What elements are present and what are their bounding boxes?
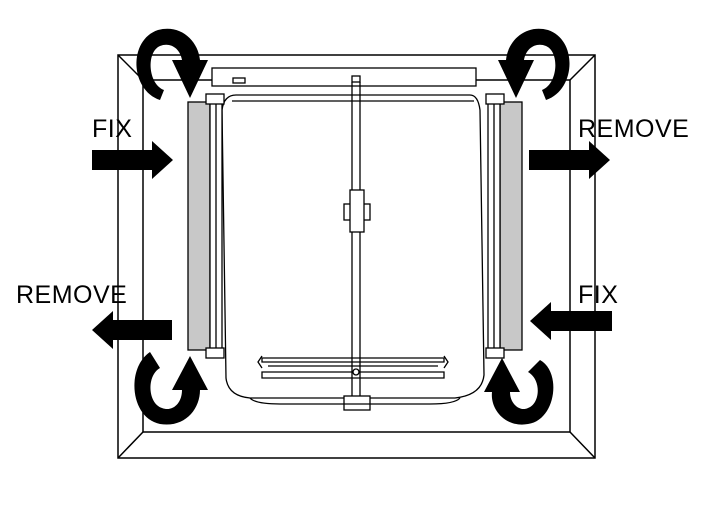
label-remove-right: REMOVE [578,115,690,143]
label-remove-left: REMOVE [16,281,128,309]
straight-arrows [92,141,612,349]
outer-frame [117,54,596,459]
arrow-fix-left-icon [92,141,173,179]
arrow-remove-right-icon [529,141,610,179]
bottom-screw [352,368,360,376]
bevel-tr [569,54,596,81]
bottom-louvres [257,355,449,379]
fan-body [221,94,485,399]
label-fix-right: FIX [578,281,619,309]
center-latch-inner [349,189,365,233]
bottom-latch [343,395,371,411]
fan-base [249,397,461,405]
rotation-arrows [134,28,570,425]
rotate-top-left-icon [136,28,208,100]
rotate-top-right-icon [498,28,570,100]
arrow-fix-right-icon [530,302,612,340]
right-filter [485,93,523,359]
left-filter [187,93,225,359]
rotate-bottom-right-icon [484,358,554,425]
label-fix-left: FIX [92,115,133,143]
housing-frame [117,54,596,459]
rotate-bottom-left-icon [134,352,208,425]
fan-unit [221,82,485,411]
top-bracket [211,67,477,87]
bevel-br [569,431,596,459]
bevel-bl [117,431,144,459]
arrow-remove-left-icon [92,311,172,349]
